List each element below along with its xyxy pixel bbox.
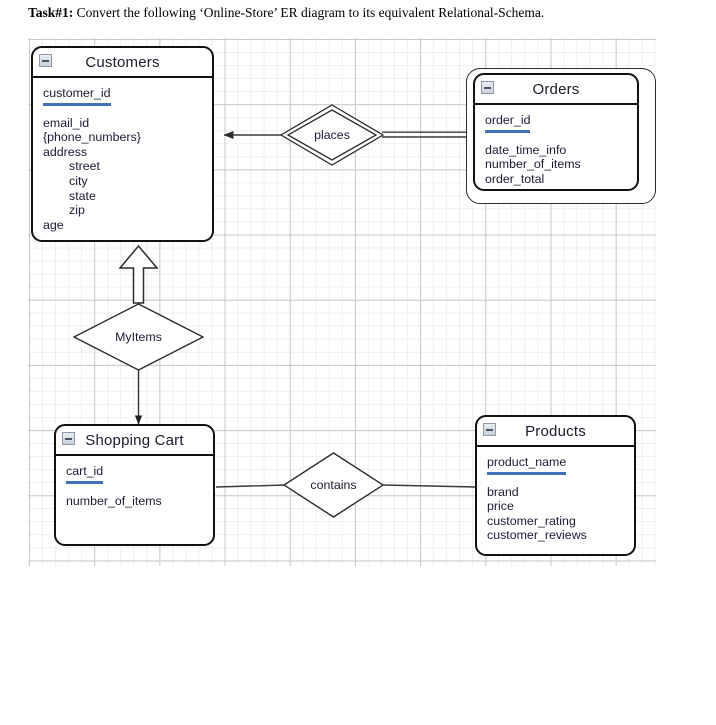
entity-products[interactable]: Products product_name brand price custom…	[475, 415, 636, 556]
attribute: customer_reviews	[487, 528, 587, 543]
task-label: Task#1:	[28, 5, 74, 20]
entity-orders-frame: Orders order_id date_time_info number_of…	[473, 73, 639, 191]
entity-title-label: Products	[525, 422, 586, 440]
attribute: price	[487, 499, 514, 514]
sub-attribute: street	[69, 159, 100, 174]
attribute-key: order_id	[485, 113, 531, 133]
sub-attribute: zip	[69, 203, 85, 218]
sub-attribute: state	[69, 188, 96, 203]
entity-orders-header: Orders	[475, 75, 637, 105]
attribute-key: product_name	[487, 455, 567, 475]
collapse-minus-icon[interactable]	[39, 54, 52, 67]
entity-shopping-cart-attributes: cart_id number_of_items	[56, 456, 213, 508]
task-prompt: Task#1: Convert the following ‘Online-St…	[28, 4, 694, 22]
attribute: number_of_items	[485, 157, 581, 172]
attribute: address	[43, 144, 88, 159]
entity-shopping-cart-header: Shopping Cart	[56, 426, 213, 456]
entity-shopping-cart[interactable]: Shopping Cart cart_id number_of_items	[54, 424, 215, 546]
entity-title-label: Customers	[85, 53, 160, 71]
entity-title-label: Orders	[532, 80, 580, 98]
entity-customers[interactable]: Customers customer_id email_id {phone_nu…	[31, 46, 214, 242]
entity-products-attributes: product_name brand price customer_rating…	[477, 447, 634, 543]
collapse-minus-icon[interactable]	[483, 423, 496, 436]
attribute: date_time_info	[485, 142, 567, 157]
attribute: number_of_items	[66, 493, 162, 508]
attribute: customer_rating	[487, 513, 576, 528]
entity-customers-header: Customers	[33, 48, 212, 78]
entity-title-label: Shopping Cart	[85, 431, 184, 449]
attribute-key: customer_id	[43, 86, 111, 106]
entity-orders[interactable]: Orders order_id date_time_info number_of…	[466, 68, 656, 204]
entity-orders-attributes: order_id date_time_info number_of_items …	[475, 105, 637, 186]
task-text: Convert the following ‘Online-Store’ ER …	[76, 5, 545, 20]
relationship-places-label: places	[314, 128, 350, 142]
relationship-myitems-label: MyItems	[115, 330, 162, 344]
relationship-places[interactable]: places	[280, 104, 384, 166]
attribute: brand	[487, 484, 519, 499]
attribute: order_total	[485, 171, 545, 186]
entity-customers-attributes: customer_id email_id {phone_numbers} add…	[33, 78, 212, 232]
entity-shopping-cart-frame: Shopping Cart cart_id number_of_items	[54, 424, 215, 546]
sub-attribute: city	[69, 173, 88, 188]
entity-customers-frame: Customers customer_id email_id {phone_nu…	[31, 46, 214, 242]
relationship-contains[interactable]: contains	[283, 452, 384, 518]
relationship-myitems[interactable]: MyItems	[73, 303, 204, 371]
attribute: {phone_numbers}	[43, 130, 141, 145]
entity-products-header: Products	[477, 417, 634, 447]
entity-products-frame: Products product_name brand price custom…	[475, 415, 636, 556]
attribute-key: cart_id	[66, 464, 104, 484]
attribute: email_id	[43, 115, 90, 130]
collapse-minus-icon[interactable]	[481, 81, 494, 94]
attribute: age	[43, 217, 64, 232]
collapse-minus-icon[interactable]	[62, 432, 75, 445]
relationship-contains-label: contains	[310, 478, 357, 492]
